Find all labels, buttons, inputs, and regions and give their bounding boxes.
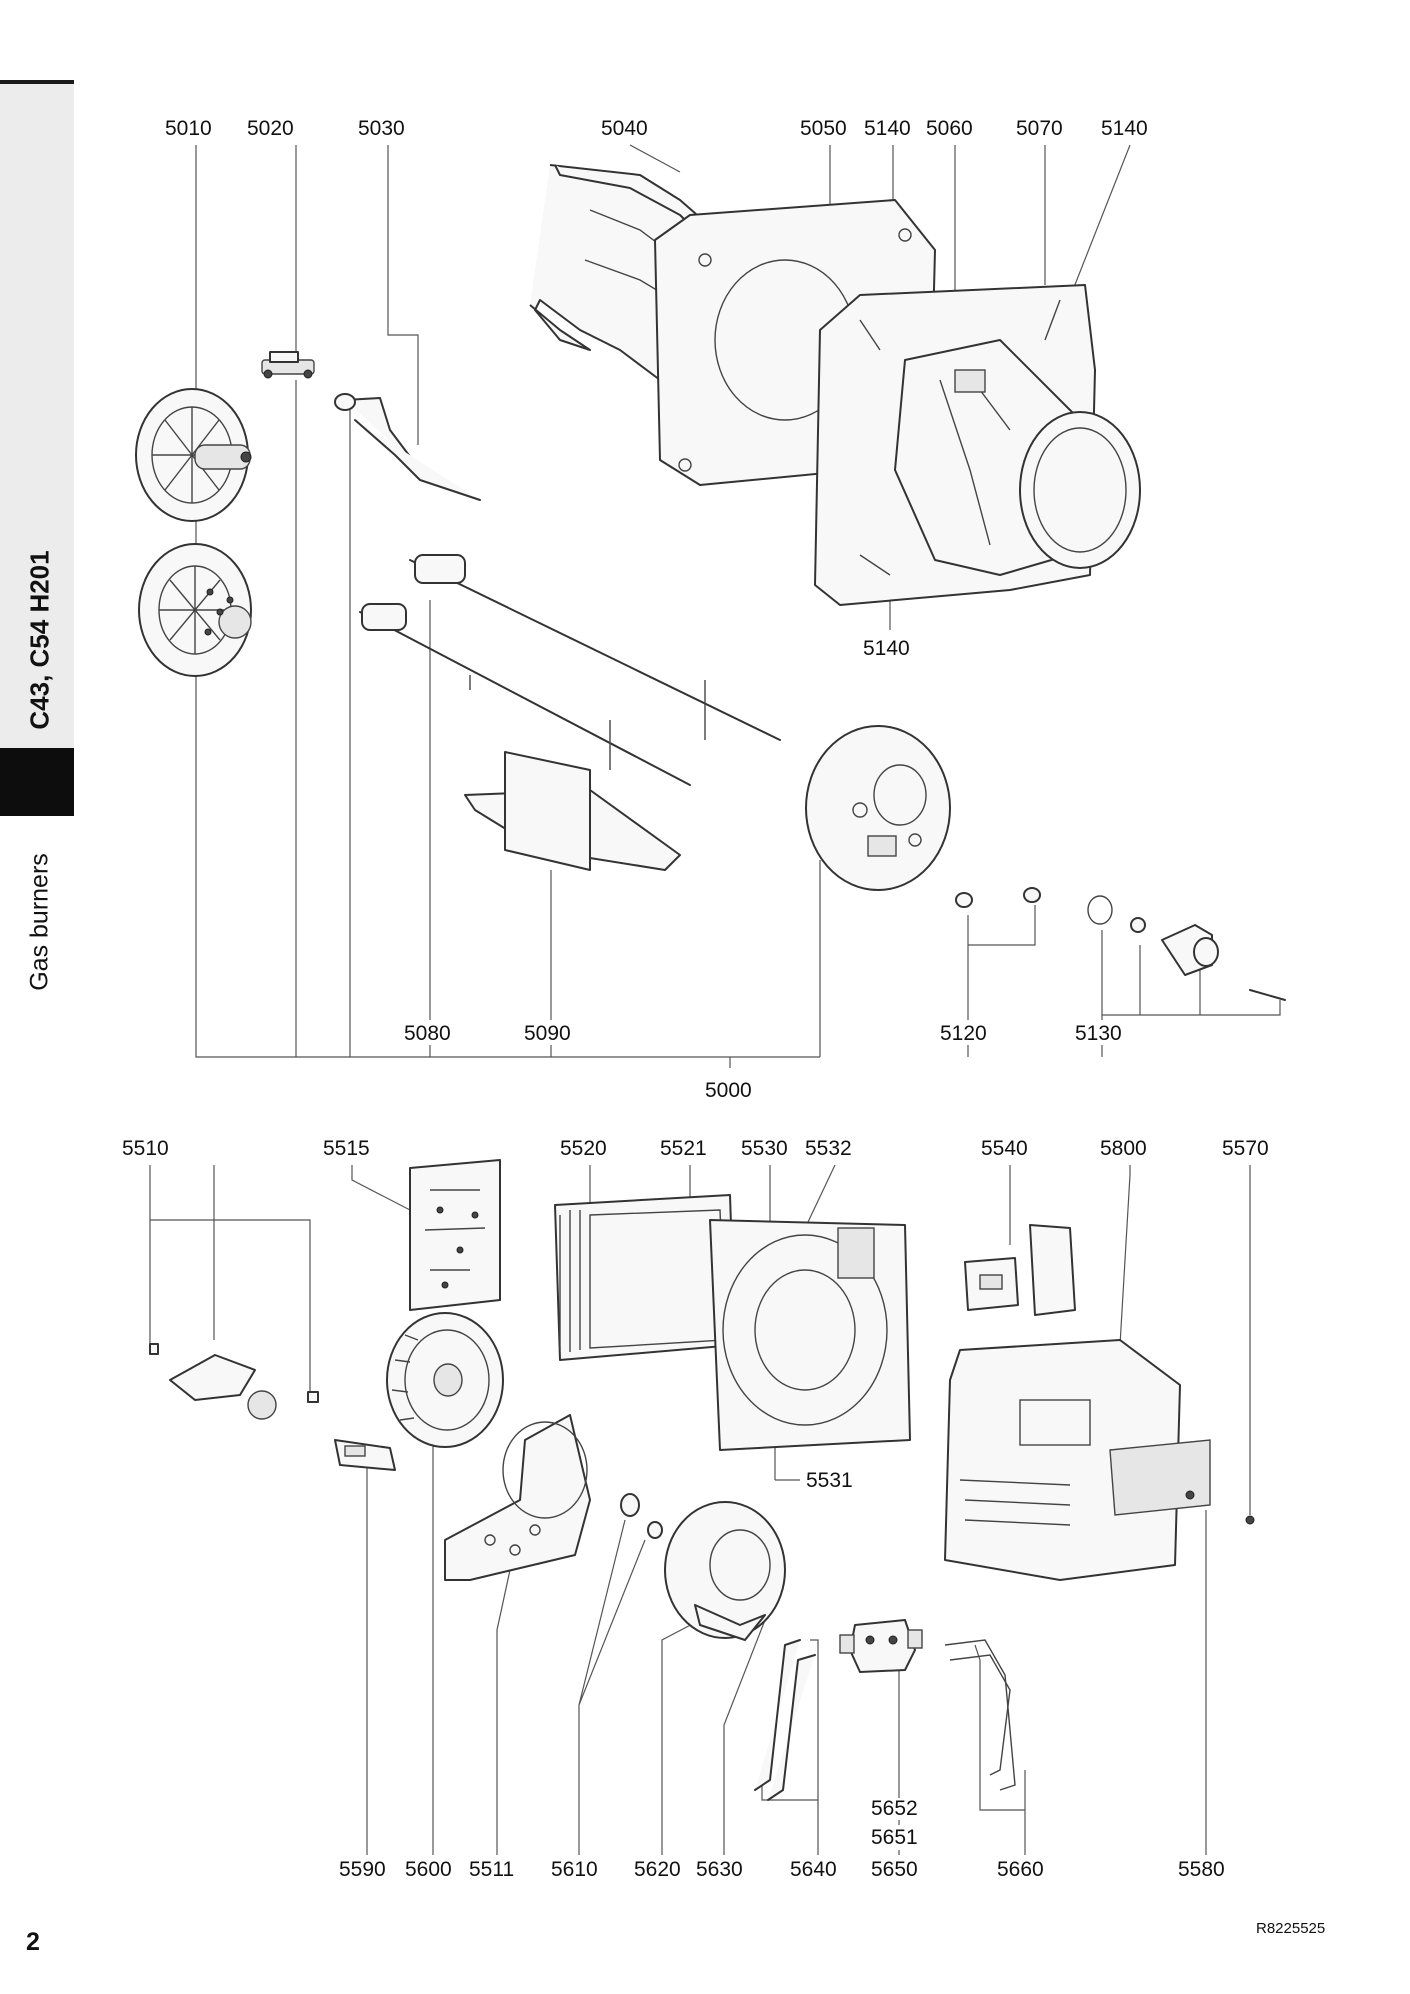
leader-5620 <box>661 1619 701 1855</box>
part-5030-ignition-cable <box>334 393 481 501</box>
part-5060-cone <box>894 339 1141 576</box>
callout-5515: 5515 <box>323 1137 370 1160</box>
part-5510-air-damper <box>149 1343 319 1420</box>
part-5520-air-intake <box>554 1194 736 1361</box>
part-5540-ignition-transformer <box>964 1224 1076 1316</box>
callout-5140-c: 5140 <box>863 637 910 660</box>
callout-5140-a: 5140 <box>864 117 911 140</box>
callout-5610: 5610 <box>551 1858 598 1881</box>
part-5080-gas-tubes <box>359 554 781 786</box>
callout-5030: 5030 <box>358 117 405 140</box>
part-5650-gas-valve <box>839 1619 923 1673</box>
callout-5532: 5532 <box>805 1137 852 1160</box>
callout-5640: 5640 <box>790 1858 837 1881</box>
callout-5530: 5530 <box>741 1137 788 1160</box>
part-5600-fan-wheel <box>386 1312 504 1448</box>
callout-5570: 5570 <box>1222 1137 1269 1160</box>
callout-5000: 5000 <box>705 1079 752 1102</box>
callout-5531: 5531 <box>806 1469 853 1492</box>
leader-5610 <box>578 1519 646 1855</box>
callout-5120: 5120 <box>940 1022 987 1045</box>
callout-5020: 5020 <box>247 117 294 140</box>
part-5800-cover <box>944 1339 1211 1581</box>
part-5530-fan-housing <box>709 1219 911 1451</box>
leader-5120 <box>967 905 1036 1057</box>
callout-5070: 5070 <box>1016 117 1063 140</box>
callout-5660: 5660 <box>997 1858 1044 1881</box>
callout-5652: 5652 <box>871 1797 918 1820</box>
callout-5540: 5540 <box>981 1137 1028 1160</box>
callout-5080: 5080 <box>404 1022 451 1045</box>
callout-5630: 5630 <box>696 1858 743 1881</box>
callout-5650: 5650 <box>871 1858 918 1881</box>
leader-5511 <box>496 1569 511 1855</box>
sidebar-top-rule <box>0 80 74 86</box>
callout-5511: 5511 <box>469 1858 514 1881</box>
callout-5090: 5090 <box>524 1022 571 1045</box>
part-5000-backplate <box>805 725 951 891</box>
leader-5515 <box>351 1165 411 1211</box>
callout-5510: 5510 <box>122 1137 169 1160</box>
part-5590-cable-cover <box>334 1439 396 1471</box>
callout-5800: 5800 <box>1100 1137 1147 1160</box>
part-5515-circuit-board <box>409 1159 501 1311</box>
part-5620-motor <box>664 1501 786 1641</box>
part-5130-nozzle-kit <box>1087 895 1286 1001</box>
part-5090-deflector <box>464 751 681 871</box>
page-number: 2 <box>26 1928 40 1956</box>
leader-5660 <box>974 1644 1026 1855</box>
callout-5620: 5620 <box>634 1858 681 1881</box>
part-5570-screw <box>1245 1515 1255 1525</box>
sidebar-marker <box>0 748 74 816</box>
callout-5600: 5600 <box>405 1858 452 1881</box>
callout-5521: 5521 <box>660 1137 707 1160</box>
part-5660-pressure-tubes <box>944 1639 1016 1791</box>
sidebar-panel <box>0 84 74 748</box>
callout-5040: 5040 <box>601 117 648 140</box>
leader-5640 <box>761 1639 819 1855</box>
part-5120-nuts <box>955 887 1041 908</box>
callout-5060: 5060 <box>926 117 973 140</box>
part-5511-motor-plate <box>444 1414 591 1581</box>
callout-5580: 5580 <box>1178 1858 1225 1881</box>
callout-5590: 5590 <box>339 1858 386 1881</box>
lower-leader-lines <box>149 1164 1251 1855</box>
leader-5040 <box>629 144 681 173</box>
callout-5010: 5010 <box>165 117 212 140</box>
leader-5800 <box>1119 1165 1131 1346</box>
upper-callouts: 5010 5020 5030 5040 5050 5140 5060 5070 … <box>165 117 1148 1102</box>
part-5640-gas-pipe <box>754 1639 816 1801</box>
part-5020-bracket <box>261 351 315 379</box>
callout-5520: 5520 <box>560 1137 607 1160</box>
callout-5651: 5651 <box>871 1826 918 1849</box>
callout-5130: 5130 <box>1075 1022 1122 1045</box>
callout-5050: 5050 <box>800 117 847 140</box>
document-code: R8225525 <box>1256 1920 1326 1937</box>
leader-5510 <box>149 1165 311 1395</box>
leader-5140-b <box>1064 144 1131 311</box>
part-5010-swirl-disc <box>138 543 252 677</box>
callout-5140-b: 5140 <box>1101 117 1148 140</box>
part-5010-air-disc <box>135 388 252 522</box>
lower-callouts: 5510 5515 5520 5521 5530 5532 5540 5800 … <box>122 1137 1269 1881</box>
leader-5030 <box>349 145 419 1057</box>
part-5610-bushings <box>620 1493 663 1539</box>
leader-5130 <box>1101 930 1281 1057</box>
leader-5630 <box>723 1619 766 1855</box>
